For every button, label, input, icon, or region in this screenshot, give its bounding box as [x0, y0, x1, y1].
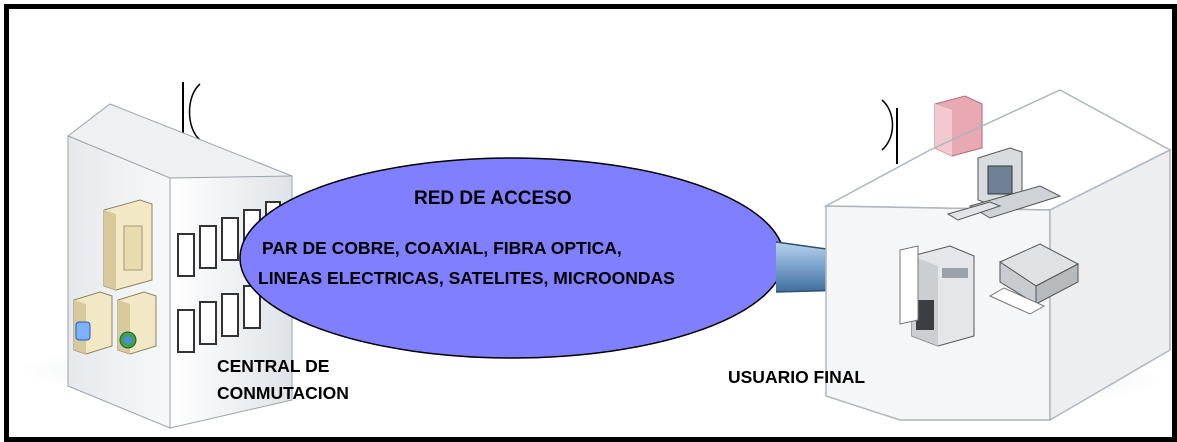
- diagram-frame: [4, 4, 1177, 442]
- access-media-line-1: PAR DE COBRE, COAXIAL, FIBRA OPTICA,: [262, 238, 622, 258]
- web-server-icon: [117, 291, 157, 355]
- computer-icon: [946, 147, 1062, 221]
- central-office-label: CENTRAL DE CONMUTACION: [217, 353, 349, 407]
- printer-icon: [911, 245, 975, 347]
- central-office-label-line-1: CENTRAL DE: [217, 356, 330, 376]
- fax-machine-icon: [988, 243, 1080, 315]
- end-user-label: USUARIO FINAL: [728, 367, 866, 387]
- central-office-label-line-2: CONMUTACION: [217, 383, 349, 403]
- user-house-icon: [823, 89, 1172, 422]
- server-rack-icon: [103, 199, 153, 291]
- access-network-title: RED DE ACCESO: [414, 188, 572, 209]
- access-media-line-2: LINEAS ELECTRICAS, SATELITES, MICROONDAS: [258, 268, 675, 288]
- database-server-icon: [73, 291, 113, 355]
